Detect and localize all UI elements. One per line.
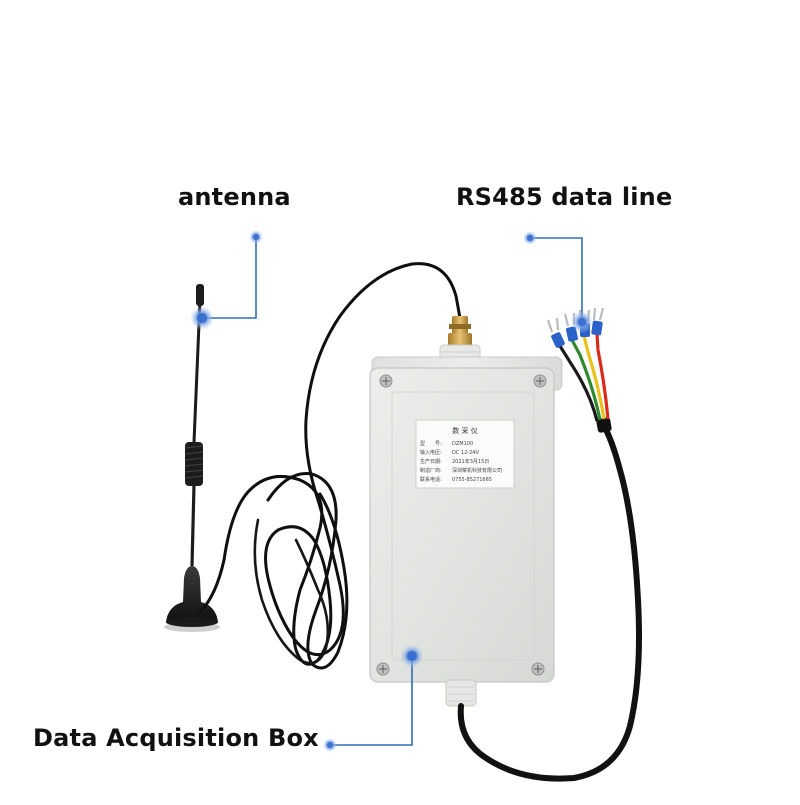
antenna-label: antenna: [178, 183, 291, 211]
wire-green: [570, 339, 602, 421]
rs485-data-line-label: RS485 data line: [456, 183, 673, 211]
antenna-whip-lower: [190, 484, 196, 567]
callout-box: [323, 644, 424, 752]
nameplate-row-value: 2021年3月15日: [452, 458, 489, 465]
nameplate-sticker: [415, 419, 515, 489]
data-acquisition-box: 数 采 仪 型 号: DZM100 输入电压: DC 12-24V 生产日期: …: [369, 356, 563, 683]
box-inner-panel: [391, 391, 535, 661]
bottom-cable-gland: [445, 679, 477, 707]
rs485-cable: [457, 307, 642, 782]
nameplate-row-key: 输入电压:: [420, 449, 442, 456]
nameplate-row-key: 生产日期:: [420, 458, 442, 465]
wire-yellow: [582, 335, 606, 420]
nameplate-row-key: 制造厂商:: [420, 467, 442, 474]
callout-antenna: [190, 230, 263, 330]
antenna-base-rim: [166, 617, 218, 627]
wire-black: [558, 345, 599, 422]
nameplate-row-value: DC 12-24V: [452, 450, 479, 456]
rs485-main-cable: [457, 423, 642, 782]
nameplate-row-value: 0755-85271665: [452, 477, 492, 483]
antenna-cable-loop-2: [266, 472, 349, 670]
nameplate-row-value: 深圳菜机科技有限公司: [452, 467, 502, 474]
box-body: [369, 367, 555, 683]
nameplate-row-key: 联系电话:: [420, 476, 442, 483]
box-screws: [376, 374, 547, 676]
rs485-sheath-end: [596, 417, 612, 433]
nameplate-row-value: DZM100: [452, 441, 473, 447]
antenna-coil-windings: [184, 445, 204, 479]
antenna-cable-loop-3: [253, 518, 330, 665]
callout-rs485: [523, 231, 593, 333]
data-acquisition-box-label: Data Acquisition Box: [33, 724, 319, 752]
nameplate-rows: 型 号: DZM100 输入电压: DC 12-24V 生产日期: 2021年3…: [420, 440, 502, 483]
antenna-tip: [196, 284, 204, 306]
nameplate-title: 数 采 仪: [452, 426, 477, 435]
sma-connector: [448, 316, 472, 347]
antenna-magnetic-base: [166, 566, 218, 626]
wire-red: [595, 333, 610, 420]
antenna-cable: [198, 262, 462, 666]
nameplate-row-key: 型 号:: [420, 440, 442, 447]
